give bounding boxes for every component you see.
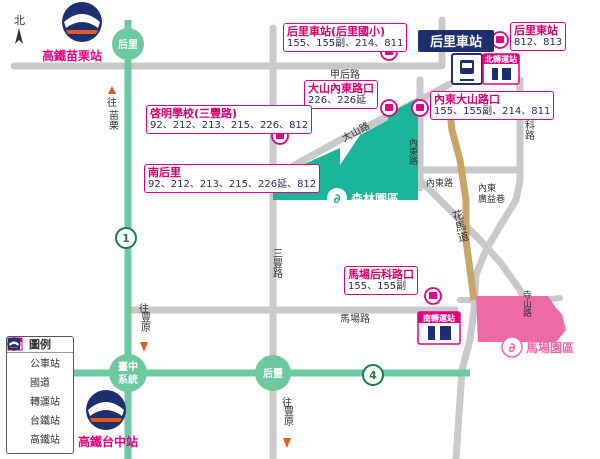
legend-label: 國道 [30, 378, 50, 389]
hsr-label-miaoli: 高鐵苗栗站 [42, 49, 103, 63]
direction-to-fengyuan-a: 往 豐原 [139, 302, 151, 352]
transfer-station-icon [7, 337, 26, 408]
road-label-neidong-guangyi-2: 廣益巷 [478, 193, 505, 205]
bus-stop-name: 后里東站 [514, 24, 558, 37]
legend-label: 公車站 [30, 359, 60, 370]
bus-stop-name: 大山內東路口 [308, 82, 374, 95]
bus-stop-routes: 155、155副、214、811 [287, 38, 404, 49]
freeway-shield-4: 4 [362, 364, 384, 386]
legend: 圖例 公車站 1 國道 轉運站 台鐵站 高鐵站 [6, 336, 74, 454]
bus-stop-routes: 155、155副 [348, 281, 407, 292]
bus-stop-name: 內東大山路口 [434, 93, 500, 106]
forest-park-logo-icon: ∂ [333, 192, 340, 207]
forest-park-label: ∂ 森林園區 [327, 188, 399, 208]
legend-item-bus-stop: 公車站 [7, 337, 73, 372]
bus-stop-nan-houli[interactable]: 南后里 92、212、213、215、226延、812 [144, 164, 321, 193]
svg-text:豐原: 豐原 [139, 311, 151, 332]
road-label-sanfeng: 三豐路 [271, 248, 283, 279]
node-houfeng: 后豐 [255, 355, 291, 391]
svg-text:4: 4 [369, 369, 377, 382]
north-arrow-icon [15, 28, 23, 44]
road-houke [452, 76, 524, 459]
hsr-icon-taichung [86, 390, 126, 430]
bus-stop-name: 啓明學校(三豐路) [150, 107, 238, 120]
bus-stop-name: 后里車站(后里國小) [287, 25, 386, 38]
bus-stop-routes: 226、226延 [308, 95, 367, 106]
flower-road [444, 94, 478, 301]
node-taichung-system: 臺中 系統 [109, 354, 147, 392]
svg-text:苗栗: 苗栗 [107, 110, 119, 131]
svg-text:往: 往 [139, 302, 149, 315]
transfer-station-south-icon: 南轉運站 [417, 311, 461, 345]
legend-label: 台鐵站 [30, 416, 60, 427]
bus-stop-houli-station[interactable]: 后里車站(后里國小) 155、155副、214、811 [283, 23, 408, 52]
svg-text:后豐: 后豐 [263, 367, 283, 380]
legend-label: 轉運站 [30, 397, 60, 408]
bus-stop-name: 南后里 [148, 166, 181, 179]
bus-stop-name: 馬場后科路口 [348, 268, 414, 281]
road-label-sishan: 寺山路 [521, 290, 532, 318]
legend-item-transfer: 轉運站 [7, 337, 73, 410]
bus-stop-neidong-dashan[interactable]: 內東大山路口 155、155副、214、811 [430, 91, 555, 120]
svg-text:森林園區: 森林園區 [351, 191, 399, 206]
bus-stop-dashan-neidong[interactable]: 大山內東路口 226、226延 [304, 80, 378, 109]
svg-text:往: 往 [107, 96, 117, 109]
road-label-jiahou: 甲后路 [330, 68, 360, 81]
freeway-shield-1-north: 1 [115, 227, 137, 249]
direction-to-miaoli: 往 苗栗 [107, 86, 119, 131]
legend-item-train: 台鐵站 [7, 338, 73, 429]
svg-text:1: 1 [122, 232, 130, 245]
node-houli: 后里 [112, 28, 144, 60]
horse-park-area [476, 296, 566, 342]
svg-text:臺中: 臺中 [118, 360, 138, 373]
bus-stop-routes: 812、813 [514, 37, 563, 48]
road-label-neidong-h: 內東路 [426, 177, 453, 189]
svg-text:北轉運站: 北轉運站 [485, 54, 517, 64]
legend-title: 圖例 [7, 337, 73, 353]
road-label-neidong-v: 內東路 [407, 138, 418, 166]
bus-stop-routes: 155、155副、214、811 [434, 106, 551, 117]
svg-text:馬場園區: 馬場園區 [526, 340, 574, 355]
train-station-icon [8, 338, 26, 427]
train-station-icon [451, 53, 483, 85]
horse-park-label: ∂ 馬場園區 [501, 336, 574, 358]
svg-text:系統: 系統 [118, 373, 138, 386]
horse-park-logo-icon: ∂ [508, 341, 515, 356]
freeway-shield-icon: 1 [7, 337, 26, 389]
transfer-station-north-icon: 北轉運站 [482, 53, 520, 85]
hsr-icon [7, 337, 26, 446]
bus-stop-routes: 92、212、213、215、226、812 [150, 120, 309, 131]
bus-stop-icon [7, 337, 26, 370]
compass-label: 北 [14, 14, 25, 27]
train-station-label: 后里車站 [418, 30, 494, 52]
bus-stop-houli-east[interactable]: 后里東站 812、813 [510, 22, 567, 51]
bus-stop-machang-houke[interactable]: 馬場后科路口 155、155副 [344, 266, 418, 295]
svg-text:后里車站: 后里車站 [430, 34, 482, 50]
direction-to-fengyuan-b: 往 豐原 [282, 396, 294, 448]
bus-stop-qiming-school[interactable]: 啓明學校(三豐路) 92、212、213、215、226、812 [146, 105, 313, 134]
svg-text:豐原: 豐原 [282, 405, 294, 426]
hsr-icon-miaoli [62, 2, 102, 42]
legend-label: 高鐵站 [30, 435, 60, 446]
road-label-neidong-guangyi-1: 內東 [478, 182, 496, 194]
legend-item-freeway: 1 國道 [7, 337, 73, 391]
hsr-label-taichung: 高鐵台中站 [78, 435, 139, 449]
bus-stop-routes: 92、212、213、215、226延、812 [148, 179, 317, 190]
svg-text:南轉運站: 南轉運站 [423, 313, 455, 323]
svg-text:后里: 后里 [118, 38, 138, 51]
road-label-machang: 馬場路 [340, 312, 370, 325]
legend-item-hsr: 高鐵站 [7, 337, 73, 448]
svg-text:往: 往 [282, 396, 292, 409]
